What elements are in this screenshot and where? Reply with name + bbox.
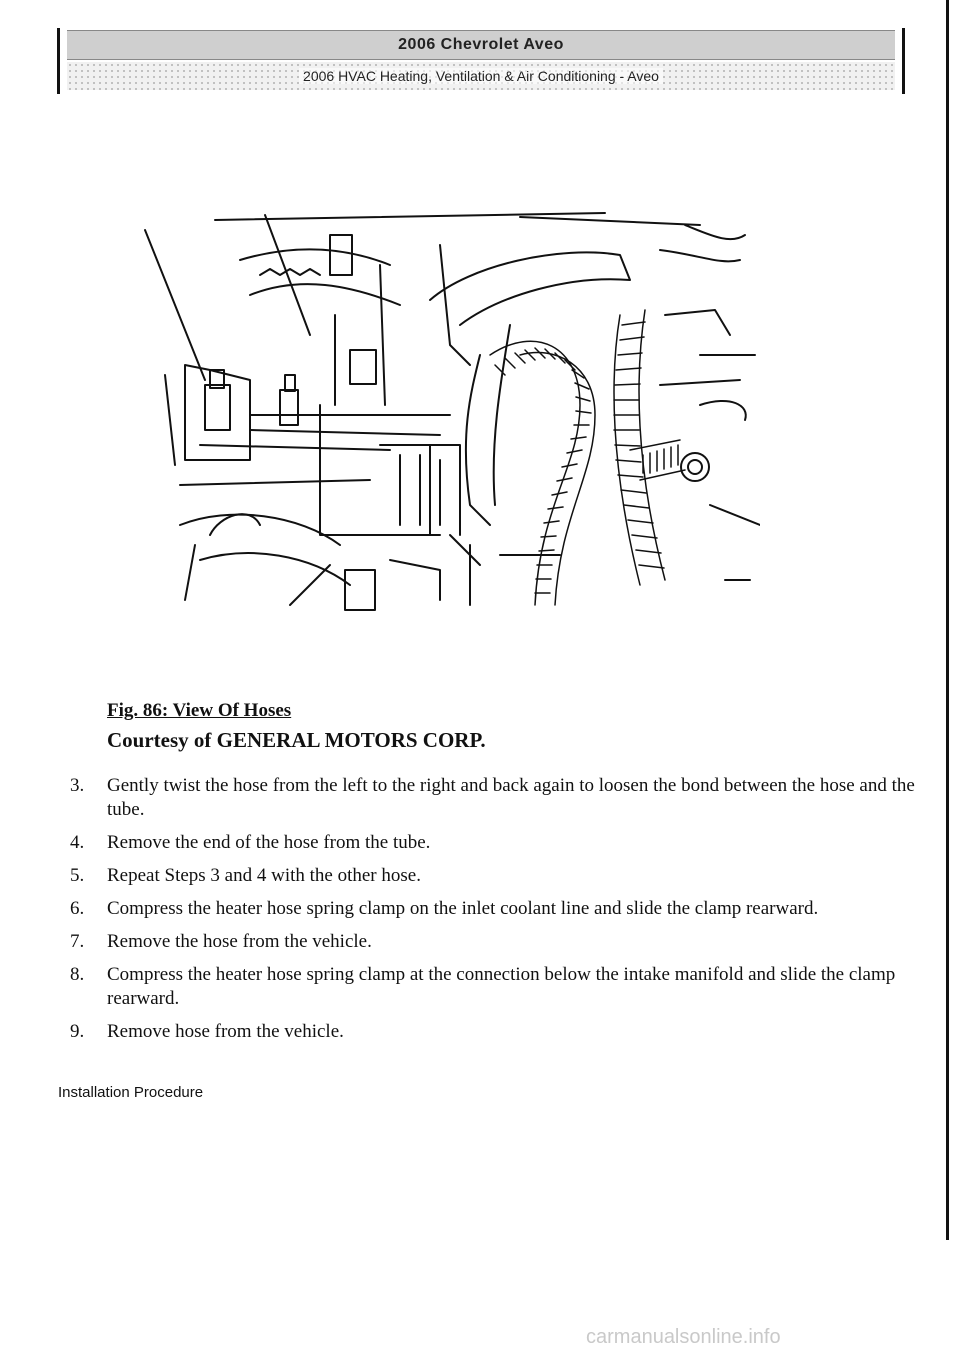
step-number: 3.: [70, 775, 85, 796]
step-text: Compress the heater hose spring clamp at…: [107, 964, 896, 1009]
step-text: Gently twist the hose from the left to t…: [107, 775, 915, 820]
step-number: 4.: [70, 832, 85, 853]
list-item: 6. Compress the heater hose spring clamp…: [70, 897, 920, 921]
header-left-rule: [57, 28, 60, 94]
header-title: 2006 Chevrolet Aveo: [67, 30, 895, 60]
step-number: 9.: [70, 1021, 85, 1042]
list-item: 9. Remove hose from the vehicle.: [70, 1020, 920, 1044]
step-number: 8.: [70, 964, 85, 985]
step-text: Remove hose from the vehicle.: [107, 1021, 344, 1042]
step-text: Compress the heater hose spring clamp on…: [107, 898, 819, 919]
step-number: 7.: [70, 931, 85, 952]
watermark: carmanualsonline.info: [586, 1326, 781, 1348]
header-subtitle: 2006 HVAC Heating, Ventilation & Air Con…: [299, 68, 663, 84]
header-right-rule: [902, 28, 905, 94]
step-text: Remove the end of the hose from the tube…: [107, 832, 431, 853]
step-text: Repeat Steps 3 and 4 with the other hose…: [107, 865, 421, 886]
list-item: 3. Gently twist the hose from the left t…: [70, 774, 920, 822]
document-header: 2006 Chevrolet Aveo 2006 HVAC Heating, V…: [57, 24, 905, 96]
page-edge-rule: [946, 0, 949, 1240]
list-item: 5. Repeat Steps 3 and 4 with the other h…: [70, 864, 920, 888]
step-text: Remove the hose from the vehicle.: [107, 931, 372, 952]
list-item: 8. Compress the heater hose spring clamp…: [70, 963, 920, 1011]
hose-illustration: [140, 205, 761, 645]
section-heading: Installation Procedure: [58, 1084, 204, 1101]
list-item: 7. Remove the hose from the vehicle.: [70, 930, 920, 954]
figure-caption: Fig. 86: View Of Hoses: [107, 700, 292, 721]
figure-credit: Courtesy of GENERAL MOTORS CORP.: [107, 728, 486, 752]
step-number: 6.: [70, 898, 85, 919]
list-item: 4. Remove the end of the hose from the t…: [70, 831, 920, 855]
header-subtitle-bar: 2006 HVAC Heating, Ventilation & Air Con…: [67, 62, 895, 90]
step-number: 5.: [70, 865, 85, 886]
procedure-steps: 3. Gently twist the hose from the left t…: [70, 774, 920, 1053]
